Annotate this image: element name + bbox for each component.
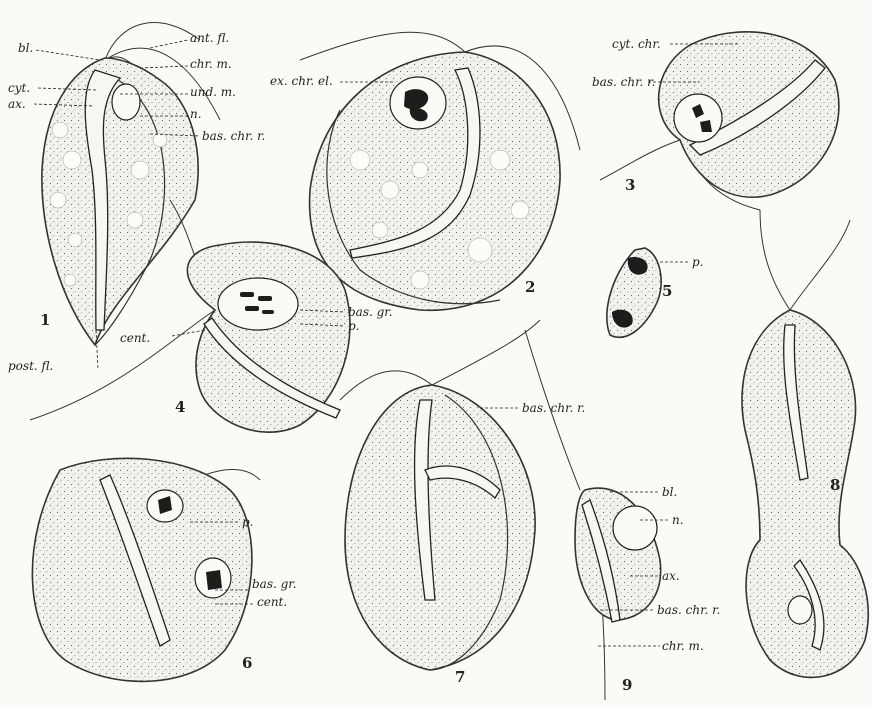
label-ex-chr-el: ex. chr. el.	[270, 74, 333, 88]
figure-1	[42, 23, 220, 370]
label-cyt-chr: cyt. chr.	[612, 37, 661, 51]
label-n-9: n.	[672, 513, 684, 527]
label-bas-chr-r-1: bas. chr. r.	[202, 129, 265, 143]
figure-number-8: 8	[830, 476, 840, 494]
label-p-4: p.	[348, 319, 360, 333]
label-chr-m-9: chr. m.	[662, 639, 704, 653]
figure-number-6: 6	[242, 654, 252, 672]
label-p-5: p.	[692, 255, 704, 269]
figure-3	[600, 32, 839, 210]
label-n: n.	[190, 107, 202, 121]
label-bl-9: bl.	[662, 485, 677, 499]
figure-number-7: 7	[455, 668, 465, 686]
label-cyt: cyt.	[8, 81, 30, 95]
figure-7	[340, 320, 540, 670]
figure-5	[607, 248, 690, 337]
figure-6	[32, 458, 260, 681]
label-post-fl: post. fl.	[8, 359, 53, 373]
label-bl: bl.	[18, 41, 33, 55]
label-bas-chr-r-9: bas. chr. r.	[657, 603, 720, 617]
label-ant-fl: ant. fl.	[190, 31, 229, 45]
label-chr-m: chr. m.	[190, 57, 232, 71]
label-p-6: p.	[242, 515, 254, 529]
figure-9	[525, 330, 670, 700]
figure-number-2: 2	[525, 278, 535, 296]
figure-number-9: 9	[622, 676, 632, 694]
figure-2	[300, 32, 580, 310]
label-cent-6: cent.	[257, 595, 287, 609]
label-bas-chr-r-7: bas. chr. r.	[522, 401, 585, 415]
label-ax: ax.	[8, 97, 26, 111]
figure-number-3: 3	[625, 176, 635, 194]
label-und-m: und. m.	[190, 85, 236, 99]
figure-number-1: 1	[40, 311, 50, 329]
label-bas-chr-r-3: bas. chr. r.	[592, 75, 655, 89]
figure-number-5: 5	[662, 282, 672, 300]
label-ax-9: ax.	[662, 569, 680, 583]
label-bas-gr-4: bas. gr.	[348, 305, 393, 319]
figure-8	[742, 210, 868, 677]
label-bas-gr-6: bas. gr.	[252, 577, 297, 591]
label-cent-4: cent.	[120, 331, 150, 345]
figure-number-4: 4	[175, 398, 185, 416]
